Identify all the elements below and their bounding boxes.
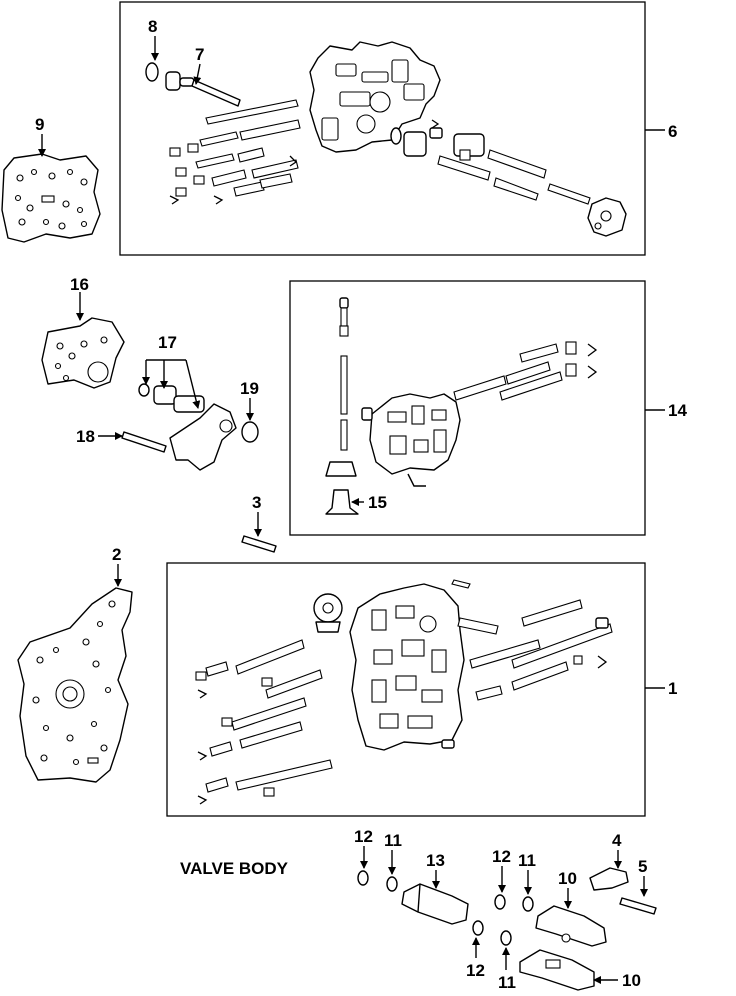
separator-plate-9 (1, 153, 101, 243)
callout-13: 13 (426, 851, 445, 870)
o-ring-11-left (386, 876, 398, 892)
callout-11-top-right: 11 (518, 851, 536, 870)
callout-17: 17 (158, 333, 177, 352)
o-ring-12-right (494, 894, 506, 910)
callout-10-upper: 10 (558, 869, 577, 888)
o-ring-11-mid (522, 896, 534, 912)
group-box-6 (119, 1, 646, 256)
callout-labels: 8 7 9 6 16 17 19 18 14 15 3 2 1 12 11 13… (35, 17, 687, 992)
callout-18: 18 (76, 427, 95, 446)
solenoid-13 (401, 883, 469, 925)
pin-18 (121, 431, 167, 453)
diagram-caption: VALVE BODY (180, 859, 289, 878)
callout-5: 5 (638, 857, 647, 876)
bolt-7 (165, 71, 241, 107)
callout-leaders (38, 36, 665, 984)
oil-pump-gear (313, 593, 343, 633)
callout-12-top-right: 12 (492, 847, 511, 866)
callout-9: 9 (35, 115, 44, 134)
solenoid-10-lower (519, 949, 595, 991)
upper-right-spools (390, 119, 591, 205)
o-ring-8 (145, 62, 159, 82)
callout-16: 16 (70, 275, 89, 294)
plate-16 (41, 317, 125, 389)
upper-left-spools (169, 99, 301, 205)
lever-housing (169, 403, 237, 471)
callout-8: 8 (148, 17, 157, 36)
o-ring-11-low (500, 930, 512, 946)
callout-10-lower: 10 (622, 971, 641, 990)
spool-assembly-17 (138, 383, 205, 413)
valve-body-group-14 (289, 280, 646, 536)
o-ring-12-mid (472, 920, 484, 936)
callout-1: 1 (668, 679, 677, 698)
pin-3 (241, 535, 277, 553)
callout-19: 19 (240, 379, 259, 398)
main-valve-body-group (166, 562, 646, 817)
separator-plate-2 (17, 587, 133, 783)
vertical-spool-stack (325, 297, 359, 515)
callout-12-bottom: 12 (466, 961, 485, 980)
callout-12-top-left: 12 (354, 827, 373, 846)
callout-15: 15 (368, 493, 387, 512)
main-right-spools (451, 579, 613, 701)
o-ring-19 (241, 421, 259, 443)
bolt-5 (619, 897, 657, 915)
middle-right-spools (453, 341, 598, 401)
callout-11-top-left: 11 (384, 831, 402, 850)
upper-valve-body-group (119, 1, 646, 256)
main-left-spools (195, 639, 333, 805)
solenoid-10-upper (535, 905, 607, 947)
bracket-4 (589, 867, 629, 891)
callout-7: 7 (195, 45, 204, 64)
callout-14: 14 (668, 401, 687, 420)
group-box-14 (289, 280, 646, 536)
callout-11-bottom: 11 (498, 973, 516, 992)
callout-6: 6 (668, 122, 677, 141)
callout-4: 4 (612, 831, 622, 850)
group-box-1 (166, 562, 646, 817)
callout-3: 3 (252, 493, 261, 512)
o-ring-12-left (357, 870, 369, 886)
callout-2: 2 (112, 545, 121, 564)
